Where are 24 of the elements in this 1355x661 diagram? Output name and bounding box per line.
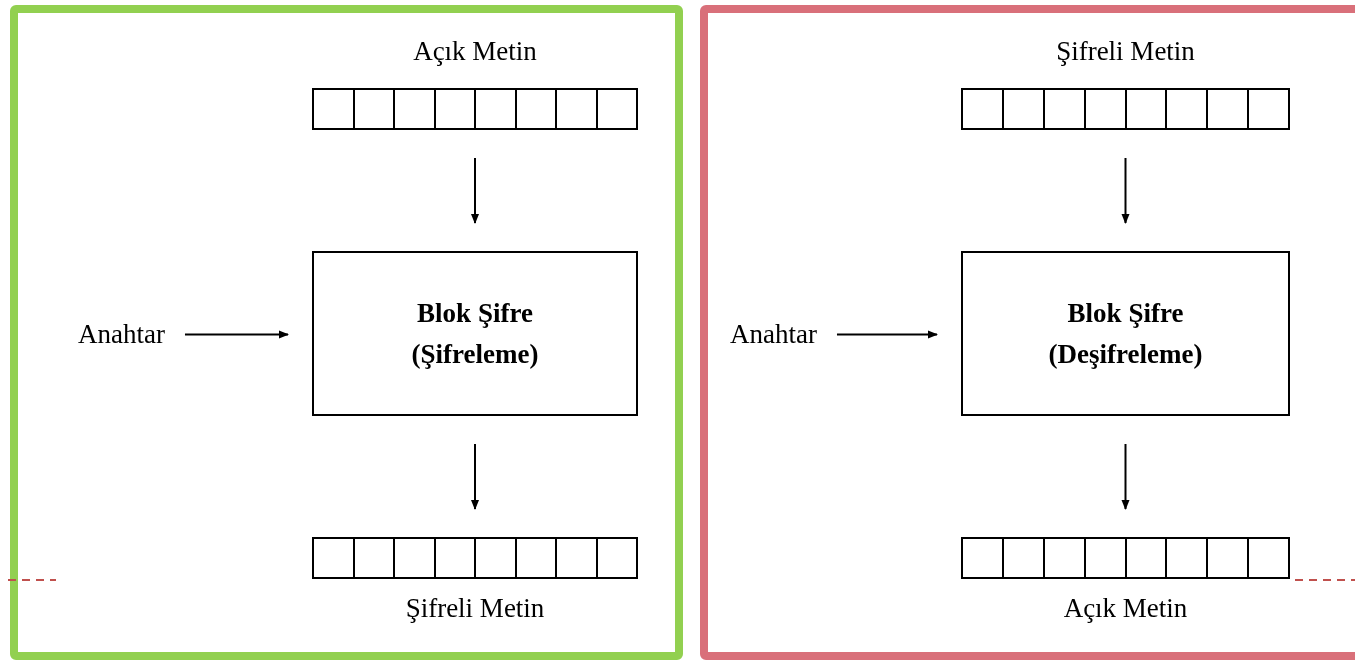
process-box [961, 251, 1290, 416]
arrow [471, 443, 479, 510]
register-bar [312, 88, 638, 130]
register-bar [312, 537, 638, 579]
box-label: (Şifreleme) [411, 337, 539, 371]
input-label: Anahtar [730, 319, 817, 350]
register-label: Açık Metin [413, 36, 537, 67]
register-bar [961, 537, 1290, 579]
register-label: Açık Metin [1063, 593, 1188, 624]
register-bar [961, 88, 1290, 130]
box-label: Blok Şifre [417, 297, 533, 330]
arrow [183, 330, 289, 339]
register-label: Şifreli Metin [1056, 36, 1195, 67]
panel-frame [700, 5, 1355, 660]
panel-frame [10, 5, 683, 660]
arrow [1121, 157, 1130, 224]
box-label: (Deşifreleme) [1048, 337, 1203, 371]
box-label: Blok Şifre [1067, 297, 1184, 330]
input-label: Anahtar [78, 319, 165, 350]
arrow [471, 157, 479, 224]
arrow [835, 330, 938, 339]
process-box [312, 251, 638, 416]
register-label: Şifreli Metin [405, 593, 545, 624]
arrow [1121, 443, 1130, 510]
